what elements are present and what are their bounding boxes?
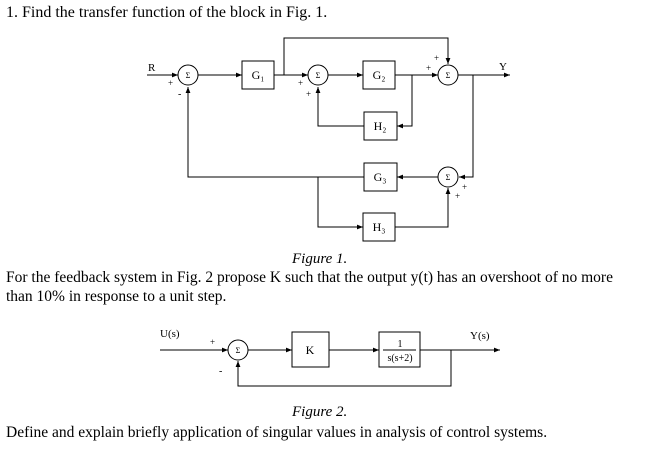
sum3-plus-sign-top: + xyxy=(434,53,439,63)
sum1-minus-sign: - xyxy=(178,89,181,100)
h3-label: H₃ xyxy=(373,220,386,234)
block-g3 xyxy=(363,162,398,192)
sum4-symbol: Σ xyxy=(446,173,451,182)
output-y-label-fig2: Y(s) xyxy=(470,330,490,342)
input-r-label: R xyxy=(148,62,156,74)
block-k xyxy=(291,331,330,368)
question-3: Define and explain briefly application o… xyxy=(6,424,548,441)
figure-1-labels: R Y Σ Σ Σ Σ G₁ G₂ H₂ G₃ H₃ + - + + + + +… xyxy=(148,53,507,234)
to-h3-line xyxy=(317,177,363,230)
g3-to-sum1-line xyxy=(185,87,364,178)
k-label: K xyxy=(306,343,315,357)
h3-to-sum4-line xyxy=(395,188,451,228)
question-2-line-2: than 10% in response to a unit step. xyxy=(6,288,227,305)
sum-junction-4 xyxy=(437,166,459,188)
feedforward-g1-to-sum3 xyxy=(283,37,451,75)
sum-minus-sign-fig2: - xyxy=(219,366,222,377)
sum-junction-3 xyxy=(437,64,459,86)
block-g1 xyxy=(241,60,275,90)
plant-numerator: 1 xyxy=(398,339,403,350)
block-h2 xyxy=(363,111,398,141)
block-g2 xyxy=(362,60,396,90)
figure-2 xyxy=(160,331,500,387)
sum-junction-2 xyxy=(307,64,329,86)
sum2-symbol: Σ xyxy=(316,71,321,80)
sum-junction-1 xyxy=(177,64,199,86)
sum-symbol-fig2: Σ xyxy=(236,346,241,355)
unity-feedback-line xyxy=(235,350,452,387)
output-y-label: Y xyxy=(499,61,507,73)
sum2-plus-sign-bottom: + xyxy=(306,89,311,99)
sum2-plus-sign-left: + xyxy=(298,78,303,88)
sum1-plus-sign: + xyxy=(168,78,173,88)
g3-label: G₃ xyxy=(374,170,387,184)
question-2-line-1: For the feedback system in Fig. 2 propos… xyxy=(6,269,613,286)
g1-label: G₁ xyxy=(252,68,265,82)
y2-to-h2-line xyxy=(397,75,413,129)
figure-1 xyxy=(147,37,510,242)
sum-junction-fig2 xyxy=(227,339,249,361)
sum3-symbol: Σ xyxy=(446,71,451,80)
sum4-plus-sign-bottom: + xyxy=(455,191,460,201)
sum4-plus-sign-right: + xyxy=(462,182,467,192)
input-u-label: U(s) xyxy=(160,328,180,340)
figure-2-labels: U(s) Y(s) Σ K 1 s(s+2) + - xyxy=(160,328,490,377)
y-to-sum4-line xyxy=(459,75,474,180)
h2-label: H₂ xyxy=(374,119,387,133)
plant-denominator: s(s+2) xyxy=(387,353,412,364)
figure-1-caption: Figure 1. xyxy=(292,251,348,267)
question-1: 1. Find the transfer function of the blo… xyxy=(6,4,328,21)
h2-to-sum2-line xyxy=(315,87,364,127)
sum-plus-sign-fig2: + xyxy=(210,337,215,347)
g2-label: G₂ xyxy=(373,68,386,82)
sum1-symbol: Σ xyxy=(186,71,191,80)
sum3-plus-sign-left: + xyxy=(426,63,431,73)
figure-2-caption: Figure 2. xyxy=(292,404,348,420)
block-h3 xyxy=(362,212,396,242)
